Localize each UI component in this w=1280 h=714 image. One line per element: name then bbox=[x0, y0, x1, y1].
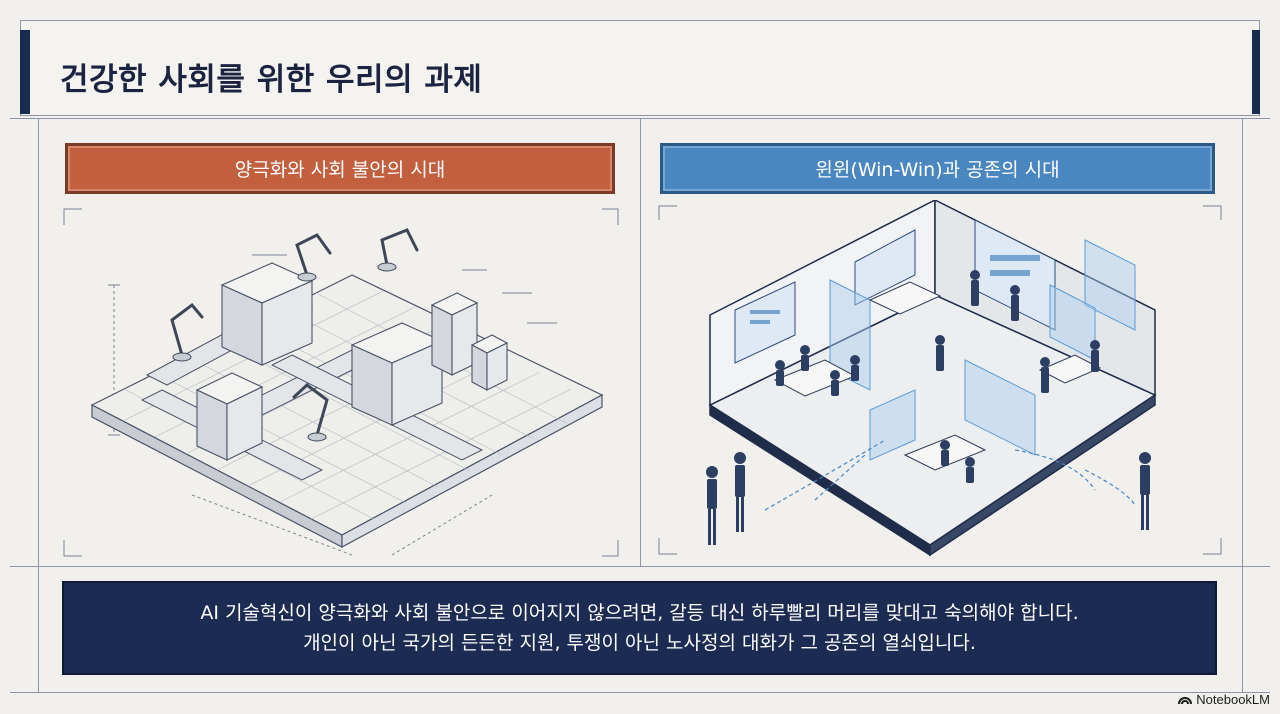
frame-line bbox=[10, 692, 1270, 693]
left-panel-heading-text: 양극화와 사회 불안의 시대 bbox=[234, 159, 446, 181]
panel-divider bbox=[640, 118, 641, 566]
frame-line bbox=[10, 566, 1270, 567]
caption-line-1: AI 기술혁신이 양극화와 사회 불안으로 이어지지 않으려면, 갈등 대신 하… bbox=[200, 602, 1079, 624]
right-panel-heading: 윈윈(Win-Win)과 공존의 시대 bbox=[660, 143, 1215, 194]
page-title: 건강한 사회를 위한 우리의 과제 bbox=[60, 62, 483, 98]
frame-line bbox=[1242, 118, 1243, 692]
notebooklm-logo-icon bbox=[1178, 696, 1193, 704]
title-box bbox=[20, 20, 1260, 116]
left-panel-heading: 양극화와 사회 불안의 시대 bbox=[65, 143, 615, 194]
title-accent-bar bbox=[20, 30, 30, 114]
caption-line-2: 개인이 아닌 국가의 든든한 지원, 투쟁이 아닌 노사정의 대화가 그 공존의… bbox=[303, 632, 976, 654]
caption-box: AI 기술혁신이 양극화와 사회 불안으로 이어지지 않으려면, 갈등 대신 하… bbox=[62, 581, 1217, 675]
title-accent-bar bbox=[1252, 30, 1260, 114]
right-panel-heading-text: 윈윈(Win-Win)과 공존의 시대 bbox=[815, 159, 1060, 181]
collaborative-office-illustration bbox=[658, 200, 1222, 557]
frame-line bbox=[38, 118, 39, 692]
brand-label: NotebookLM bbox=[1196, 692, 1270, 707]
notebooklm-brand: NotebookLM bbox=[1178, 692, 1270, 707]
automated-factory-illustration bbox=[63, 208, 619, 557]
